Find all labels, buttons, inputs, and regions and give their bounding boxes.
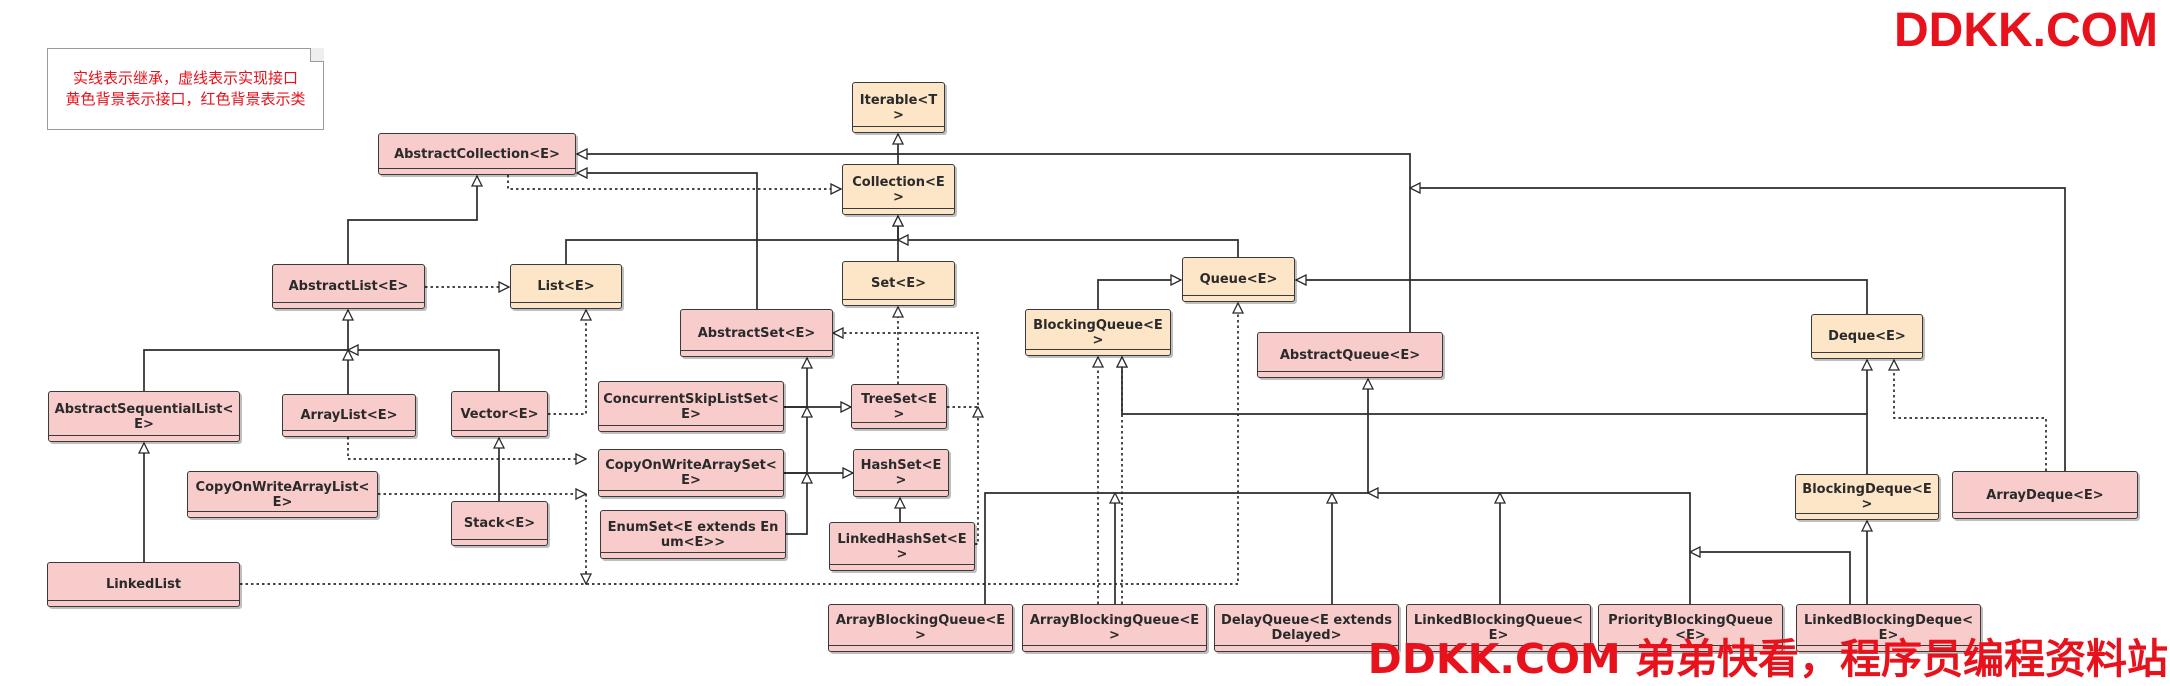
node-concurrent-skip-list-set: ConcurrentSkipListSet<E> [598, 381, 784, 432]
edge-array-deque-deque [1894, 360, 2047, 471]
node-copy-on-write-array-set: CopyOnWriteArraySet<E> [598, 449, 784, 497]
node-array-blocking-queue-2: ArrayBlockingQueue<E> [1022, 604, 1207, 652]
edge-cssl-abstract-set [784, 358, 807, 408]
legend-note-line-2: 黄色背景表示接口，红色背景表示类 [65, 90, 306, 108]
node-list: List<E> [510, 264, 622, 309]
edge-pbq-abstract-queue [1368, 493, 1691, 604]
edge-array-deque-abstract-collection [1410, 188, 2066, 471]
edge-blocking-queue-queue [1097, 280, 1181, 309]
node-linked-list: LinkedList [47, 562, 240, 607]
node-abstract-collection: AbstractCollection<E> [378, 133, 576, 175]
node-array-blocking-queue-1: ArrayBlockingQueue<E> [828, 604, 1013, 652]
edge-vector-list [548, 310, 586, 415]
edge-deque-queue [1296, 280, 1868, 314]
edge-hash-set-set [833, 333, 979, 408]
edge-list-collection [565, 216, 898, 264]
brand-watermark-top: DDKK.COM [1894, 4, 2158, 57]
node-linked-hash-set: LinkedHashSet<E> [829, 522, 975, 571]
node-abstract-set: AbstractSet<E> [680, 309, 833, 357]
node-delay-queue: DelayQueue<E extends Delayed> [1214, 604, 1399, 652]
node-set: Set<E> [842, 261, 955, 306]
node-queue: Queue<E> [1182, 257, 1295, 302]
node-deque: Deque<E> [1811, 314, 1923, 359]
node-blocking-queue: BlockingQueue<E> [1025, 309, 1171, 356]
edge-asl-abstract-list [143, 310, 348, 391]
node-linked-blocking-deque: LinkedBlockingDeque<E> [1796, 604, 1981, 652]
edge-queue-collection [898, 240, 1239, 257]
edge-vector-abstract-list [348, 350, 500, 391]
edge-lbd-abstract-queue [1690, 552, 1851, 604]
node-enum-set: EnumSet<E extends Enum<E>> [600, 510, 786, 559]
edge-enum-set-abstract-set [786, 473, 807, 535]
node-hash-set: HashSet<E> [853, 449, 949, 497]
edge-array-list-list [347, 437, 586, 459]
node-stack: Stack<E> [451, 501, 548, 546]
node-abstract-queue: AbstractQueue<E> [1257, 332, 1443, 378]
node-linked-blocking-queue: LinkedBlockingQueue<E> [1406, 604, 1591, 652]
edge-abstract-collection-collection [507, 175, 841, 189]
edge-cowas-abstract-set [784, 407, 807, 474]
node-vector: Vector<E> [451, 391, 548, 437]
legend-note: 实线表示继承，虚线表示实现接口 黄色背景表示接口，红色背景表示类 [47, 48, 324, 130]
edge-abq1-abstract-queue [984, 379, 1368, 604]
note-fold-corner [310, 48, 324, 62]
edge-linked-list-queue [240, 303, 1238, 585]
edge-abstract-set-abstract-collection [577, 173, 758, 309]
node-abstract-sequential-list: AbstractSequentialList<E> [48, 391, 240, 442]
node-blocking-deque: BlockingDeque<E> [1795, 474, 1939, 520]
edge-abstract-queue-abstract-collection [577, 154, 1411, 332]
edge-blocking-deque-blocking-queue [1122, 357, 1868, 474]
legend-note-line-1: 实线表示继承，虚线表示实现接口 [72, 69, 298, 87]
brand-watermark-bottom: DDKK.COM 弟弟快看，程序员编程资料站 [1367, 635, 2168, 683]
node-iterable: Iterable<T> [852, 82, 945, 133]
node-array-list: ArrayList<E> [282, 394, 416, 437]
edge-abstract-list-abstract-collection [347, 176, 477, 264]
node-tree-set: TreeSet<E> [851, 384, 947, 429]
node-priority-blocking-queue: PriorityBlockingQueue<E> [1598, 604, 1783, 652]
edge-lhs-set [975, 407, 978, 545]
node-abstract-list: AbstractList<E> [272, 264, 425, 309]
node-array-deque: ArrayDeque<E> [1952, 471, 2138, 519]
node-collection: Collection<E> [842, 164, 955, 215]
node-copy-on-write-array-list: CopyOnWriteArrayList<E> [187, 471, 378, 518]
